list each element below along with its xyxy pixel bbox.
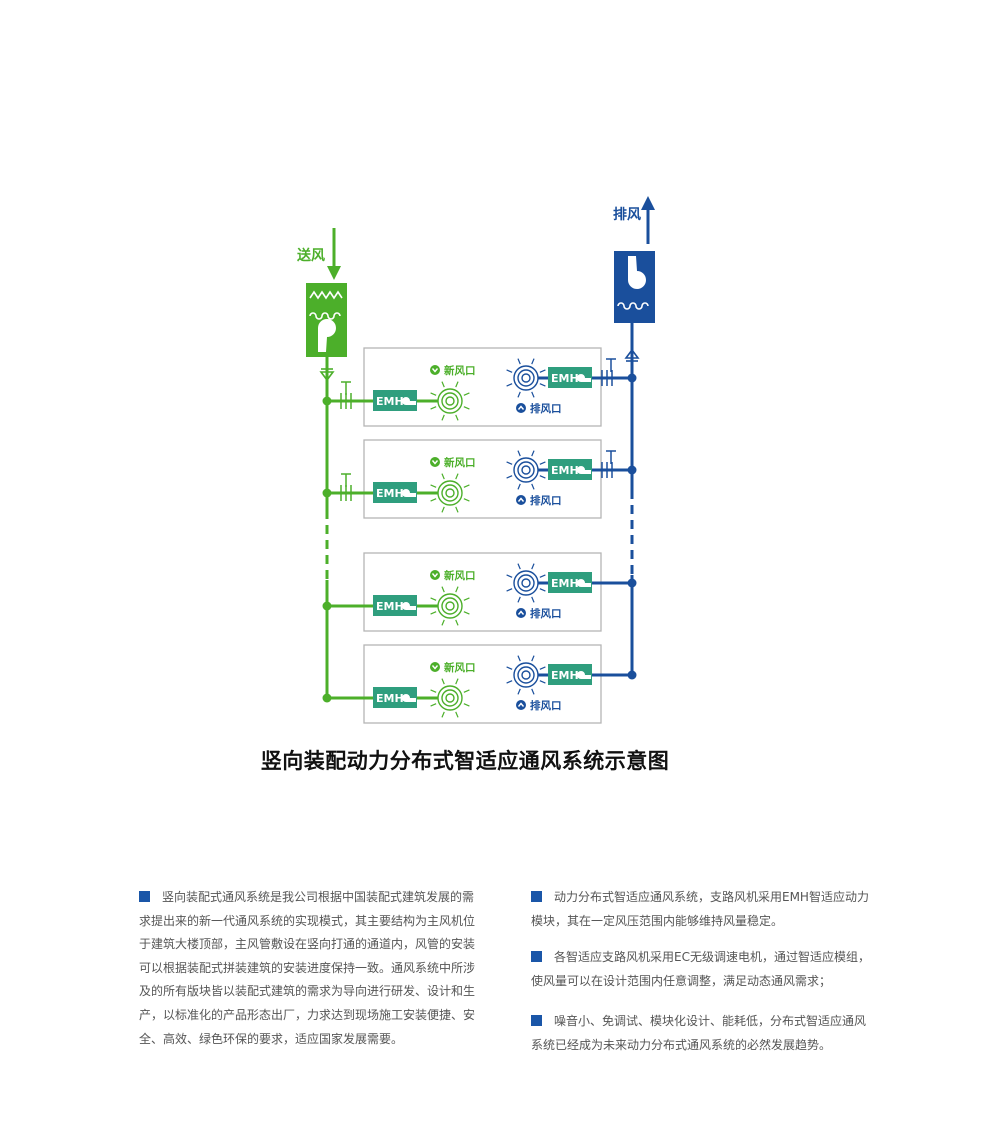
supply-main-fan-icon [306, 283, 347, 357]
exhaust-outlet-label: 排风口 [530, 402, 562, 415]
supply-junction [322, 601, 332, 611]
exhaust-grille-icon [506, 450, 546, 490]
exhaust-grille-icon [506, 655, 546, 695]
emh-label: EMH [551, 372, 579, 385]
emh-label: EMH [376, 487, 404, 500]
supply-air-label: 送风 [296, 247, 325, 264]
chevron-up-icon [516, 403, 526, 413]
supply-diffuser-icon [430, 678, 470, 718]
supply-junction [322, 693, 332, 703]
emh-module [548, 664, 592, 685]
paragraph-text: 动力分布式智适应通风系统，支路风机采用EMH智适应动力模块，其在一定风压范围内能… [531, 890, 869, 928]
paragraph-3: 各智适应支路风机采用EC无级调速电机，通过智适应模组，使风量可以在设计范围内任意… [531, 946, 877, 993]
fan-nozzle-icon [577, 579, 591, 587]
exhaust-outlet-label: 排风口 [530, 607, 562, 620]
paragraph-1: 竖向装配式通风系统是我公司根据中国装配式建筑发展的需求提出来的新一代通风系统的实… [139, 886, 483, 1051]
exhaust-outlet-label: 排风口 [530, 699, 562, 712]
paragraph-4: 噪音小、免调试、模块化设计、能耗低，分布式智适应通风系统已经成为未来动力分布式通… [531, 1010, 877, 1057]
exhaust-main-fan-icon [614, 251, 655, 323]
fresh-outlet-label: 新风口 [444, 661, 476, 674]
supply-diffuser-icon [430, 586, 470, 626]
fan-nozzle-icon [402, 602, 416, 610]
chevron-up-icon [516, 495, 526, 505]
fresh-outlet-label: 新风口 [444, 456, 476, 469]
fresh-outlet-label: 新风口 [444, 569, 476, 582]
supply-junction [322, 488, 332, 498]
exhaust-grille-icon [506, 563, 546, 603]
exhaust-outlet-label: 排风口 [530, 494, 562, 507]
fan-nozzle-icon [402, 489, 416, 497]
emh-label: EMH [551, 577, 579, 590]
emh-module [373, 390, 417, 411]
emh-module [548, 572, 592, 593]
chevron-up-icon [516, 608, 526, 618]
supply-junction [322, 396, 332, 406]
exhaust-junction [627, 670, 637, 680]
chevron-down-icon [430, 662, 440, 672]
supply-diffuser-icon [430, 473, 470, 513]
exhaust-junction [627, 465, 637, 475]
emh-module [373, 482, 417, 503]
paragraph-text: 竖向装配式通风系统是我公司根据中国装配式建筑发展的需求提出来的新一代通风系统的实… [139, 890, 476, 1046]
paragraph-text: 各智适应支路风机采用EC无级调速电机，通过智适应模组，使风量可以在设计范围内任意… [531, 950, 870, 988]
chevron-down-icon [430, 457, 440, 467]
fan-nozzle-icon [577, 466, 591, 474]
exhaust-grille-icon [506, 358, 546, 398]
emh-module [548, 459, 592, 480]
supply-diffuser-icon [430, 381, 470, 421]
exhaust-air-label: 排风 [613, 206, 641, 223]
emh-label: EMH [551, 464, 579, 477]
chevron-up-icon [516, 700, 526, 710]
emh-label: EMH [376, 600, 404, 613]
fan-nozzle-icon [577, 671, 591, 679]
fresh-outlet-label: 新风口 [444, 364, 476, 377]
emh-label: EMH [376, 692, 404, 705]
supply-arrow-icon [327, 228, 341, 280]
exhaust-junction [627, 578, 637, 588]
bullet-square [139, 891, 150, 902]
emh-label: EMH [551, 669, 579, 682]
chevron-down-icon [430, 570, 440, 580]
exhaust-junction [627, 373, 637, 383]
bullet-square [531, 951, 542, 962]
fan-nozzle-icon [577, 374, 591, 382]
diagram-title: 竖向装配动力分布式智适应通风系统示意图 [260, 749, 670, 773]
exhaust-arrow-icon [641, 196, 655, 244]
paragraph-2: 动力分布式智适应通风系统，支路风机采用EMH智适应动力模块，其在一定风压范围内能… [531, 886, 877, 933]
paragraph-text: 噪音小、免调试、模块化设计、能耗低，分布式智适应通风系统已经成为未来动力分布式通… [531, 1014, 867, 1052]
fan-nozzle-icon [402, 694, 416, 702]
bullet-square [531, 891, 542, 902]
emh-module [548, 367, 592, 388]
exhaust-check-valve-icon [624, 348, 640, 362]
supply-check-valve-icon [319, 368, 335, 382]
chevron-down-icon [430, 365, 440, 375]
emh-label: EMH [376, 395, 404, 408]
emh-module [373, 595, 417, 616]
fan-nozzle-icon [402, 397, 416, 405]
bullet-square [531, 1015, 542, 1026]
emh-module [373, 687, 417, 708]
